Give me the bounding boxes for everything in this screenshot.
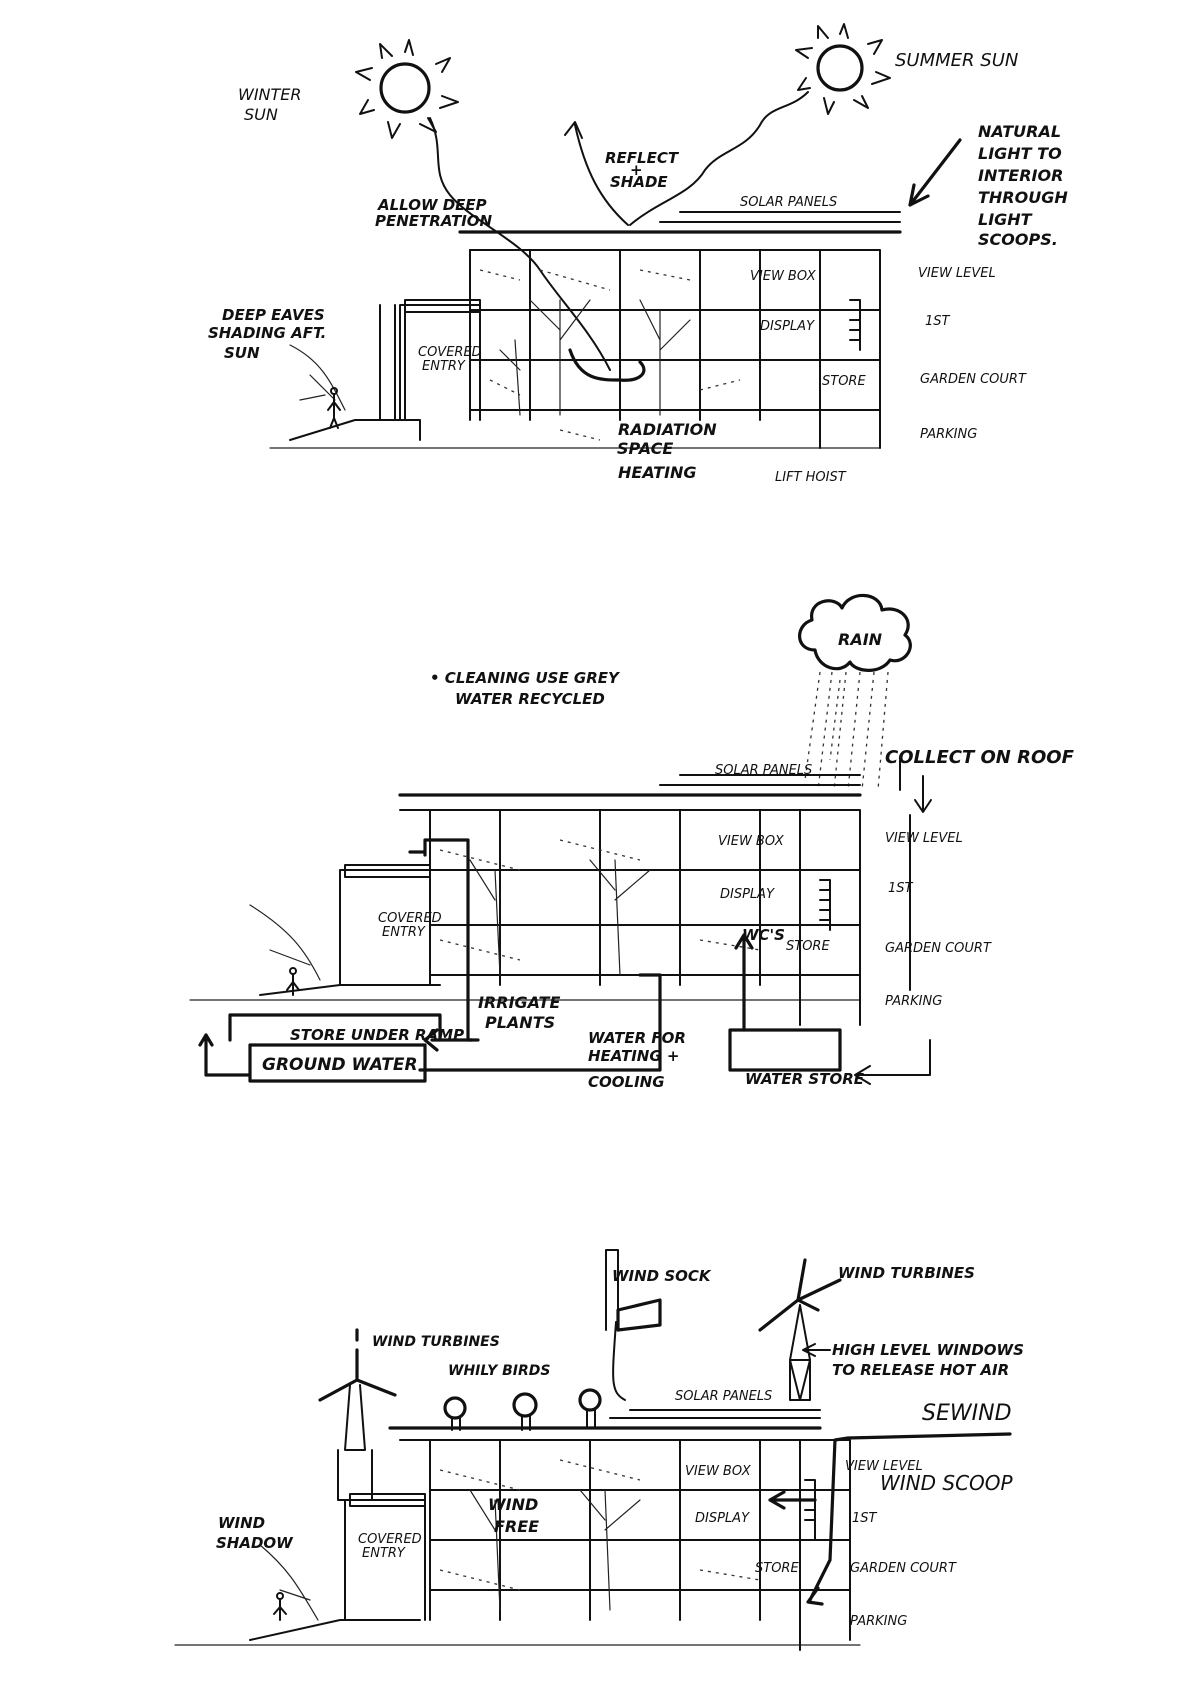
label-solar-panels-3: SOLAR PANELS (675, 1389, 772, 1404)
label-wind-free: WIND FREE (488, 1495, 544, 1536)
section-solar: WINTER SUN SUMMER SUN REFLECT + SHADE NA… (208, 23, 1073, 485)
label-ground-water: GROUND WATER (262, 1055, 418, 1075)
summer-sun-ray (629, 91, 809, 226)
building-section-1 (269, 211, 902, 449)
label-whily-birds: WHILY BIRDS (448, 1363, 550, 1379)
label-allow-deep: ALLOW DEEP PENETRATION (375, 196, 493, 230)
rain-lines (804, 671, 889, 791)
label-garden-court-3: GARDEN COURT (850, 1561, 957, 1576)
label-wind-turbines-left: WIND TURBINES (372, 1334, 500, 1350)
label-garden-court-2: GARDEN COURT (885, 941, 992, 956)
label-store-3: STORE (755, 1561, 799, 1576)
high-level-arrow (802, 1343, 831, 1357)
label-summer-sun: SUMMER SUN (895, 50, 1018, 71)
label-1st-1: 1ST (925, 314, 951, 329)
winter-sun-ray (429, 117, 611, 371)
label-water-heating: WATER FOR HEATING + COOLING (588, 1029, 691, 1091)
label-high-level-windows: HIGH LEVEL WINDOWS TO RELEASE HOT AIR (832, 1341, 1029, 1379)
label-view-level-1: VIEW LEVEL (918, 266, 996, 281)
label-deep-eaves: DEEP EAVES SHADING AFT. SUN (208, 306, 332, 362)
label-natural-light: NATURAL LIGHT TO INTERIOR THROUGH LIGHT … (978, 122, 1073, 249)
collect-arrow (914, 775, 932, 813)
wind-turbine-right-icon (758, 1258, 842, 1401)
label-solar-panels-1: SOLAR PANELS (740, 195, 837, 210)
label-1st-3: 1ST (852, 1511, 878, 1526)
rain-cloud-icon (798, 593, 912, 672)
label-view-level-3: VIEW LEVEL (845, 1459, 923, 1474)
summer-sun-icon (795, 23, 891, 115)
label-parking-3: PARKING (850, 1614, 907, 1629)
label-se-wind: SEWIND (922, 1401, 1012, 1426)
label-wcs: WC'S (742, 926, 785, 944)
label-covered-entry-3: COVERED ENTRY (358, 1532, 426, 1561)
section-water: RAIN • CLEANING USE GREY WATER RECYCLED … (189, 593, 1075, 1091)
light-scoop-arrow (908, 138, 962, 207)
winter-sun-icon (355, 39, 459, 139)
label-solar-panels-2: SOLAR PANELS (715, 763, 812, 778)
label-reflect-shade: REFLECT + SHADE (605, 149, 683, 191)
wind-turbine-left-icon (318, 1328, 397, 1501)
label-store-under-ramp: STORE UNDER RAMP (290, 1026, 464, 1044)
label-view-box-3: VIEW BOX (685, 1464, 752, 1479)
label-wind-shadow: WIND SHADOW (216, 1514, 294, 1552)
label-garden-court-1: GARDEN COURT (920, 372, 1027, 387)
label-store-1: STORE (822, 374, 866, 389)
building-section-3 (174, 1409, 861, 1651)
label-cleaning: • CLEANING USE GREY WATER RECYCLED (430, 669, 624, 708)
label-display-1: DISPLAY (760, 319, 815, 334)
label-lift-hoist: LIFT HOIST (775, 470, 847, 485)
label-1st-2: 1ST (888, 881, 914, 896)
wind-sock-icon (605, 1249, 662, 1401)
label-covered-entry-2: COVERED ENTRY (378, 911, 446, 940)
label-display-2: DISPLAY (720, 887, 775, 902)
label-view-level-2: VIEW LEVEL (885, 831, 963, 846)
label-irrigate: IRRIGATE PLANTS (478, 993, 566, 1032)
label-store-2: STORE (786, 939, 830, 954)
label-display-3: DISPLAY (695, 1511, 750, 1526)
label-view-box-2: VIEW BOX (718, 834, 785, 849)
label-rain: RAIN (838, 630, 883, 649)
building-section-2 (189, 759, 931, 1085)
label-wind-turbines-right: WIND TURBINES (838, 1264, 975, 1282)
label-radiation: RADIATION SPACE HEATING (617, 420, 722, 482)
label-water-store: WATER STORE (745, 1070, 865, 1088)
label-collect-on-roof: COLLECT ON ROOF (885, 747, 1075, 768)
label-covered-entry-1: COVERED ENTRY (418, 345, 486, 374)
label-parking-1: PARKING (920, 427, 977, 442)
label-wind-scoop: WIND SCOOP (880, 1471, 1014, 1495)
whirly-bird-icons (443, 1388, 602, 1431)
label-wind-sock: WIND SOCK (612, 1267, 712, 1285)
label-parking-2: PARKING (885, 994, 942, 1009)
label-winter-sun: WINTER SUN (238, 85, 307, 124)
label-view-box-1: VIEW BOX (750, 269, 817, 284)
reflect-arrow (564, 121, 629, 226)
section-wind: WIND SOCK WIND TURBINES WIND TURBINES WH… (174, 1249, 1029, 1651)
